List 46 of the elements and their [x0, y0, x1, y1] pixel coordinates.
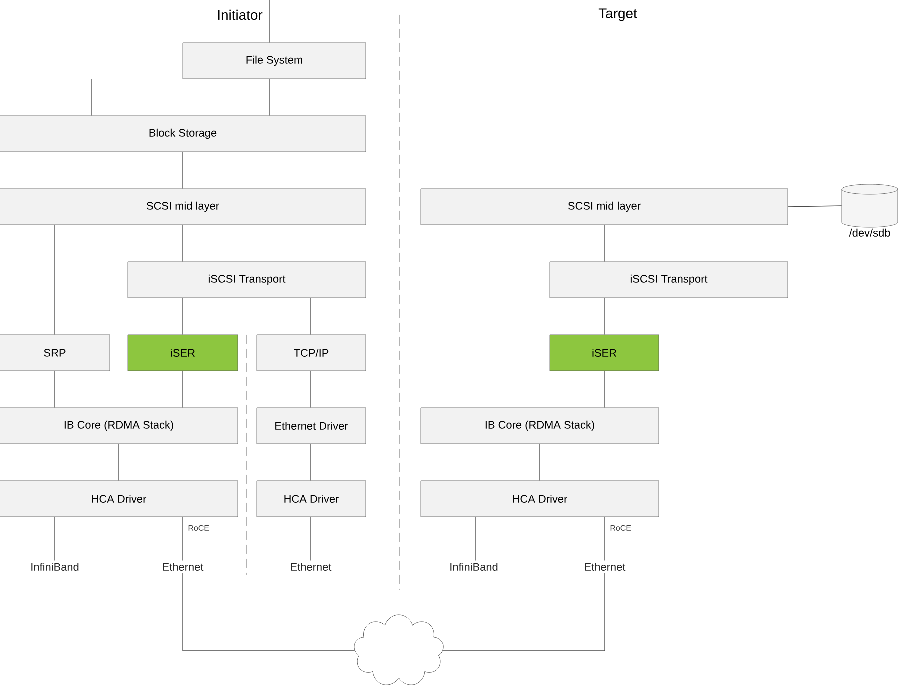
layer-box: TCP/IP	[256, 334, 366, 372]
layer-box: File System	[182, 42, 366, 80]
connector-line	[182, 370, 184, 408]
network-cloud	[354, 614, 444, 686]
connector-line	[182, 298, 184, 336]
connector-line	[310, 298, 312, 336]
connector-line	[54, 224, 56, 336]
device-label: /dev/sdb	[849, 228, 890, 237]
connector-line	[54, 370, 56, 408]
layer-box: Block Storage	[0, 116, 366, 152]
connector-line	[604, 516, 606, 562]
connector-line	[118, 444, 120, 482]
layer-box: IB Core (RDMA Stack)	[0, 408, 238, 444]
layer-box: iSER	[128, 334, 238, 372]
layer-box: HCA Driver	[256, 480, 366, 518]
connector-line	[54, 516, 56, 562]
layer-box: iSER	[550, 334, 660, 372]
port-label: InfiniBand	[32, 562, 79, 571]
layer-box: SCSI mid layer	[420, 188, 788, 226]
layer-box: HCA Driver	[0, 480, 238, 518]
layer-box: HCA Driver	[420, 480, 660, 518]
connector-line	[310, 516, 312, 562]
connector-line	[310, 444, 312, 482]
layer-box: Ethernet Driver	[256, 408, 366, 444]
column-title: Initiator	[218, 10, 263, 20]
connector-line	[788, 206, 842, 208]
connector-line	[604, 224, 606, 262]
connector-line	[182, 516, 184, 562]
layer-box: SCSI mid layer	[0, 188, 366, 226]
layer-box: iSCSI Transport	[550, 262, 788, 298]
port-label: Ethernet	[585, 562, 626, 571]
layer-box: IB Core (RDMA Stack)	[420, 408, 660, 444]
column-title: Target	[598, 8, 638, 22]
connector-line	[310, 370, 312, 408]
port-label: Ethernet	[291, 562, 332, 571]
connector-line	[442, 572, 606, 652]
connector-line	[182, 224, 184, 262]
connector-line	[182, 572, 356, 652]
port-label: Ethernet	[163, 562, 204, 571]
layer-box: SRP	[0, 334, 110, 372]
connector-line	[604, 298, 606, 336]
disk-cylinder	[842, 184, 898, 228]
layer-box: iSCSI Transport	[128, 262, 366, 298]
port-label: InfiniBand	[450, 562, 498, 571]
connector-line	[182, 152, 184, 190]
connector-line	[604, 370, 606, 408]
